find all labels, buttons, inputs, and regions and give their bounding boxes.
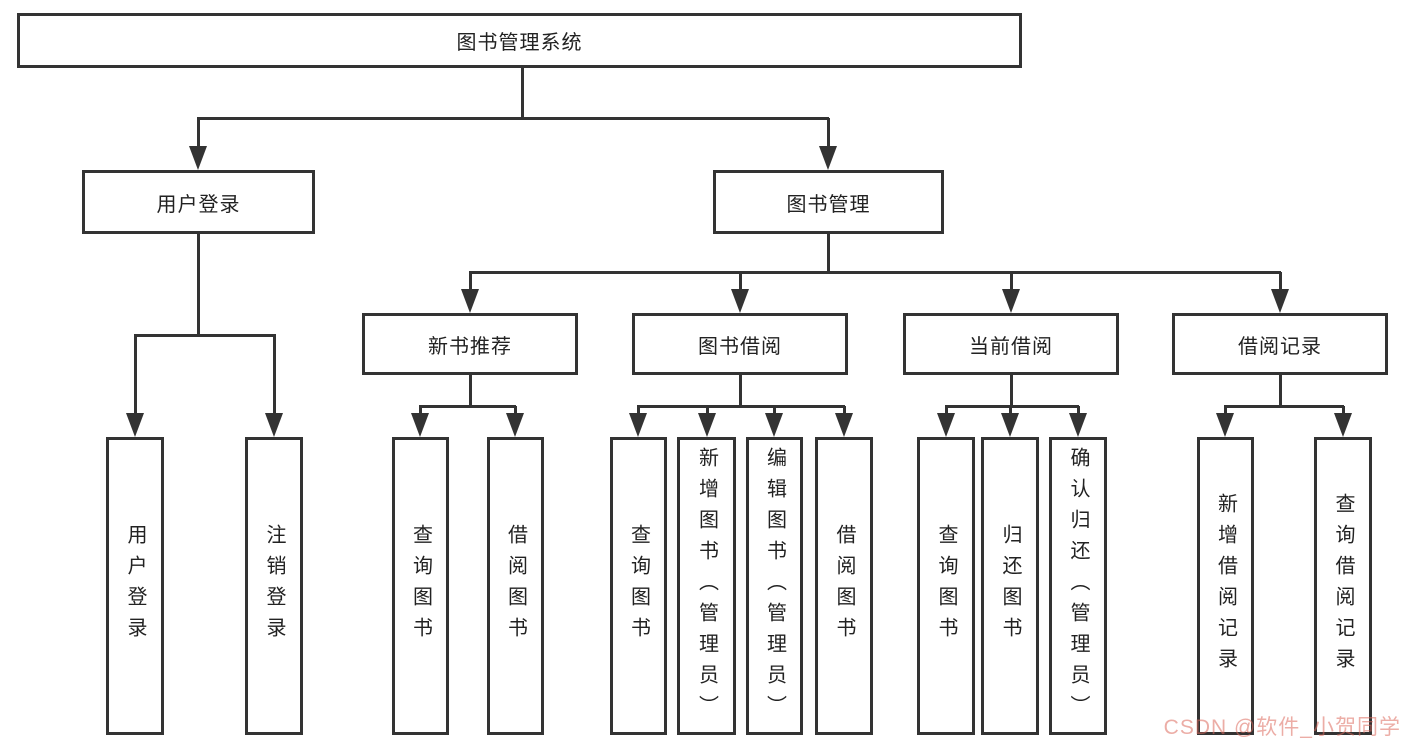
arrow-down-icon — [1069, 413, 1087, 437]
node-label: 注销登录 — [263, 524, 285, 648]
leaf-return-books: 归还图书 — [981, 437, 1039, 735]
arrow-down-icon — [937, 413, 955, 437]
node-new-book-recommendation: 新书推荐 — [362, 313, 578, 375]
connector-segment — [773, 406, 776, 416]
connector-segment — [1342, 406, 1345, 416]
node-label: 图书管理系统 — [456, 32, 583, 54]
leaf-add-borrow-record: 新增借阅记录 — [1197, 437, 1254, 735]
node-label: 新增借阅记录 — [1214, 493, 1237, 679]
node-book-borrowing: 图书借阅 — [632, 313, 848, 375]
arrow-down-icon — [1001, 413, 1019, 437]
arrow-down-icon — [629, 413, 647, 437]
leaf-borrow-books-2: 借阅图书 — [815, 437, 873, 735]
connector-segment — [469, 271, 1281, 274]
node-label: 新增图书（管理员） — [695, 446, 718, 726]
connector-segment — [197, 233, 200, 335]
arrow-down-icon — [506, 413, 524, 437]
node-label: 借阅记录 — [1238, 335, 1322, 358]
connector-segment — [945, 406, 948, 416]
node-label: 当前借阅 — [969, 335, 1053, 358]
arrow-down-icon — [189, 146, 207, 170]
node-library-management-system: 图书管理系统 — [17, 13, 1022, 68]
connector-segment — [273, 335, 276, 415]
arrow-down-icon — [731, 289, 749, 313]
node-current-borrowing: 当前借阅 — [903, 313, 1119, 375]
node-label: 图书管理 — [786, 193, 871, 216]
connector-segment — [469, 272, 472, 291]
leaf-add-books-admin: 新增图书（管理员） — [677, 437, 736, 735]
connector-segment — [1009, 406, 1012, 416]
connector-segment — [134, 335, 137, 415]
leaf-borrow-books-1: 借阅图书 — [487, 437, 544, 735]
leaf-edit-books-admin: 编辑图书（管理员） — [746, 437, 803, 735]
node-label: 用户登录 — [156, 193, 241, 216]
node-label: 图书借阅 — [698, 335, 782, 358]
connector-segment — [1224, 406, 1227, 416]
connector-segment — [706, 406, 709, 416]
node-label: 用户登录 — [124, 524, 146, 648]
node-book-management: 图书管理 — [713, 170, 944, 234]
connector-segment — [1010, 272, 1013, 291]
arrow-down-icon — [765, 413, 783, 437]
connector-segment — [827, 118, 830, 148]
connector-segment — [1224, 405, 1344, 408]
connector-segment — [1010, 375, 1013, 408]
connector-segment — [419, 406, 422, 416]
node-label: 查询图书 — [409, 524, 432, 648]
connector-segment — [197, 117, 829, 120]
node-label: 新书推荐 — [428, 335, 512, 358]
connector-segment — [1077, 406, 1080, 416]
node-label: 查询借阅记录 — [1332, 493, 1354, 679]
connector-segment — [134, 334, 276, 337]
leaf-query-books-3: 查询图书 — [917, 437, 975, 735]
connector-segment — [521, 67, 524, 118]
connector-segment — [514, 406, 517, 416]
connector-segment — [637, 405, 845, 408]
leaf-query-borrow-record: 查询借阅记录 — [1314, 437, 1372, 735]
csdn-watermark: CSDN @软件_小贺同学 — [1163, 716, 1401, 739]
arrow-down-icon — [461, 289, 479, 313]
leaf-query-books-1: 查询图书 — [392, 437, 449, 735]
arrow-down-icon — [835, 413, 853, 437]
arrow-down-icon — [1334, 413, 1352, 437]
arrow-down-icon — [1216, 413, 1234, 437]
node-label: 借阅图书 — [504, 524, 527, 648]
arrow-down-icon — [265, 413, 283, 437]
node-label: 查询图书 — [627, 524, 650, 648]
connector-segment — [637, 406, 640, 416]
leaf-logout: 注销登录 — [245, 437, 303, 735]
node-user-login: 用户登录 — [82, 170, 315, 234]
arrow-down-icon — [126, 413, 144, 437]
connector-segment — [1279, 375, 1282, 408]
arrow-down-icon — [1271, 289, 1289, 313]
connector-segment — [739, 375, 742, 408]
leaf-query-books-2: 查询图书 — [610, 437, 667, 735]
connector-segment — [469, 375, 472, 408]
leaf-confirm-return-admin: 确认归还（管理员） — [1049, 437, 1107, 735]
connector-segment — [1279, 272, 1282, 291]
connector-segment — [739, 272, 742, 291]
arrow-down-icon — [819, 146, 837, 170]
arrow-down-icon — [411, 413, 429, 437]
connector-segment — [945, 405, 1079, 408]
node-label: 借阅图书 — [833, 524, 855, 648]
node-label: 编辑图书（管理员） — [763, 446, 786, 726]
connector-segment — [419, 405, 516, 408]
node-label: 归还图书 — [999, 524, 1021, 648]
node-label: 查询图书 — [935, 524, 957, 648]
connector-segment — [197, 118, 200, 148]
node-borrowing-records: 借阅记录 — [1172, 313, 1388, 375]
arrow-down-icon — [1002, 289, 1020, 313]
leaf-user-login: 用户登录 — [106, 437, 164, 735]
arrow-down-icon — [698, 413, 716, 437]
connector-segment — [827, 233, 830, 272]
node-label: 确认归还（管理员） — [1067, 446, 1089, 726]
connector-segment — [843, 406, 846, 416]
